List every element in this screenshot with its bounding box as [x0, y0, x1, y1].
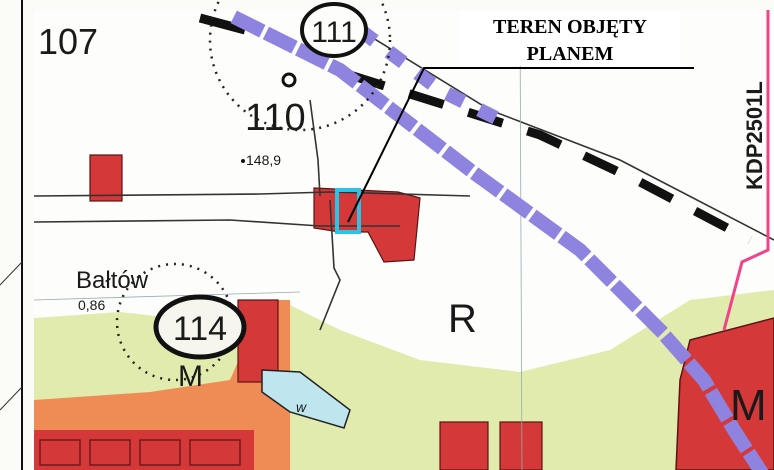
building-near-114: [237, 299, 279, 383]
parcel-114-oval: [153, 294, 247, 360]
callout-line-2: PLANEM: [527, 43, 614, 65]
parcel-111-label: 111: [311, 16, 357, 49]
water-label: w: [296, 399, 307, 415]
parcel-114-label: 114: [173, 310, 227, 348]
thin-grid-lines: [33, 19, 523, 470]
elevation-label-b: 0,86: [78, 297, 105, 313]
parcel-111-oval: [300, 2, 368, 58]
parcel-110-label: 110: [245, 97, 306, 139]
study-area-marker: [335, 188, 361, 234]
built-block-bottom-mid-a: [439, 421, 489, 470]
zone-r-label: R: [448, 297, 477, 341]
power-line: [348, 70, 753, 244]
parcel-ring-111: [208, 0, 392, 132]
zone-m-label: M: [730, 381, 767, 430]
callout-label-background: [460, 10, 680, 66]
road-code-label: KDP2501L: [742, 81, 767, 190]
left-diagonal-line-a: [0, 261, 23, 286]
hatched-plots-bottom-left: [39, 439, 241, 466]
survey-point-marker: [281, 72, 297, 88]
parcel-107-label: 107: [38, 21, 98, 62]
built-block-bottom-mid-b: [499, 421, 543, 470]
building-top-left: [89, 154, 123, 202]
zone-mm-label: M: [178, 360, 203, 393]
power-line-top: [198, 13, 247, 35]
built-block-right: [675, 317, 774, 470]
planned-route-branch: [355, 24, 504, 127]
built-block-bottom-left: [34, 430, 254, 470]
elevation-label-a: 148,9: [246, 152, 281, 168]
left-diagonal-line-b: [0, 386, 23, 411]
planned-route: [230, 10, 769, 470]
water-pond: [261, 369, 351, 429]
village-label: Bałtów: [76, 267, 149, 294]
callout-line-1: TEREN OBJĘTY: [493, 16, 647, 38]
plan-boundary: [722, 10, 770, 331]
callout-leader-line: [347, 67, 694, 223]
elevation-point-a: [241, 159, 245, 163]
orange-zone: [34, 300, 290, 470]
